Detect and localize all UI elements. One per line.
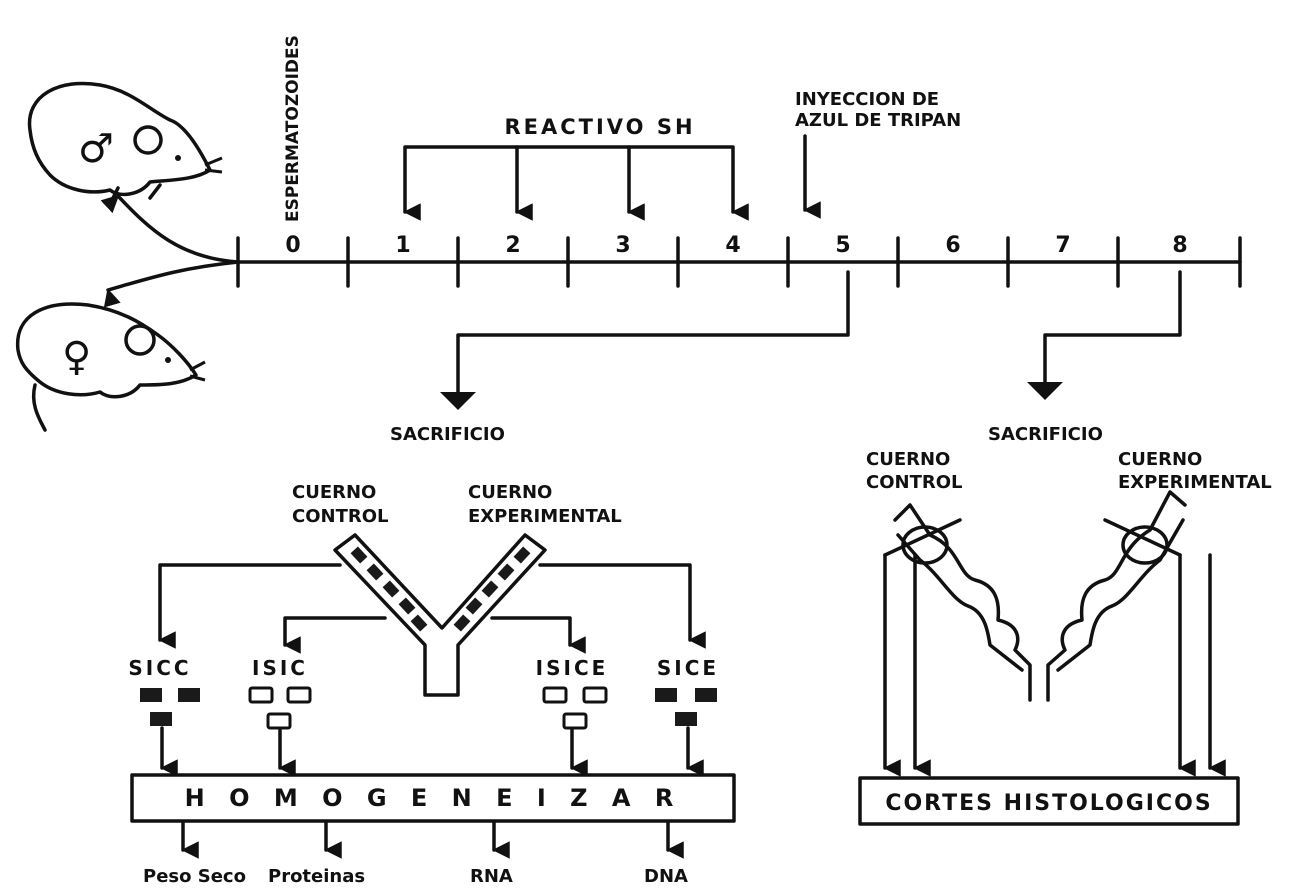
isic-samples [250, 688, 310, 728]
horn-experimental-label-line1: CUERNO [468, 482, 552, 503]
day-label-0: 0 [285, 233, 300, 258]
sacrifice-day5-label: SACRIFICIO [390, 424, 505, 445]
output-dry-weight: Peso Seco [143, 866, 246, 887]
arrow-to-isic [285, 618, 385, 645]
group-sicc-label: SICC [128, 656, 191, 680]
day-label-5: 5 [835, 233, 850, 258]
histology-label: CORTES HISTOLOGICOS [885, 791, 1212, 816]
isice-samples [544, 688, 606, 728]
day-label-7: 7 [1055, 233, 1070, 258]
day-label-3: 3 [615, 233, 630, 258]
sacrifice-day8-arrow [1045, 272, 1180, 385]
horn-experimental-r-label-line1: CUERNO [1118, 449, 1202, 470]
horn-control-r-label-line2: CONTROL [866, 472, 963, 493]
mating-arrows [108, 196, 238, 290]
day-label-8: 8 [1172, 233, 1187, 258]
sacrifice-day5-arrow [458, 272, 848, 395]
homogenize-label: H O M O G E N E I Z A R [185, 784, 682, 812]
uterus-y-shape [335, 535, 545, 695]
group-isic-label: ISIC [252, 656, 308, 680]
day-label-4: 4 [725, 233, 740, 258]
female-symbol-icon: ♀ [62, 334, 91, 380]
sice-samples [655, 688, 717, 726]
injection-label-line1: INYECCION DE [795, 89, 939, 110]
day-label-2: 2 [505, 233, 520, 258]
horn-control-r-label-line1: CUERNO [866, 449, 950, 470]
female-mouse-icon: ♀ [18, 304, 205, 430]
reagent-bracket [405, 147, 733, 212]
horn-control-label-line1: CUERNO [292, 482, 376, 503]
horn-experimental-r-label-line2: EXPERIMENTAL [1118, 472, 1272, 493]
output-rna: RNA [470, 866, 513, 887]
sicc-samples [140, 688, 200, 726]
male-mouse-icon: ♂ [30, 83, 222, 200]
group-isice-label: ISICE [536, 656, 609, 680]
horn-experimental-label-line2: EXPERIMENTAL [468, 506, 622, 527]
horn-control-label-line2: CONTROL [292, 506, 389, 527]
arrow-to-isice [492, 618, 570, 645]
uterus-m-shape [885, 492, 1185, 700]
sacrifice-day8-label: SACRIFICIO [988, 424, 1103, 445]
arrow-down-icon [1027, 382, 1063, 400]
arrow-down-icon [440, 392, 476, 410]
output-dna: DNA [644, 866, 688, 887]
day-label-1: 1 [395, 233, 410, 258]
male-symbol-icon: ♂ [78, 126, 114, 172]
group-sice-label: SICE [657, 656, 719, 680]
output-proteins: Proteinas [268, 866, 365, 887]
arrow-to-sice [540, 565, 690, 640]
reagent-label: REACTIVO SH [504, 115, 695, 139]
arrow-to-sicc [160, 565, 340, 640]
day-label-6: 6 [945, 233, 960, 258]
sperm-label: ESPERMATOZOIDES [283, 35, 303, 222]
injection-label-line2: AZUL DE TRIPAN [795, 110, 961, 131]
